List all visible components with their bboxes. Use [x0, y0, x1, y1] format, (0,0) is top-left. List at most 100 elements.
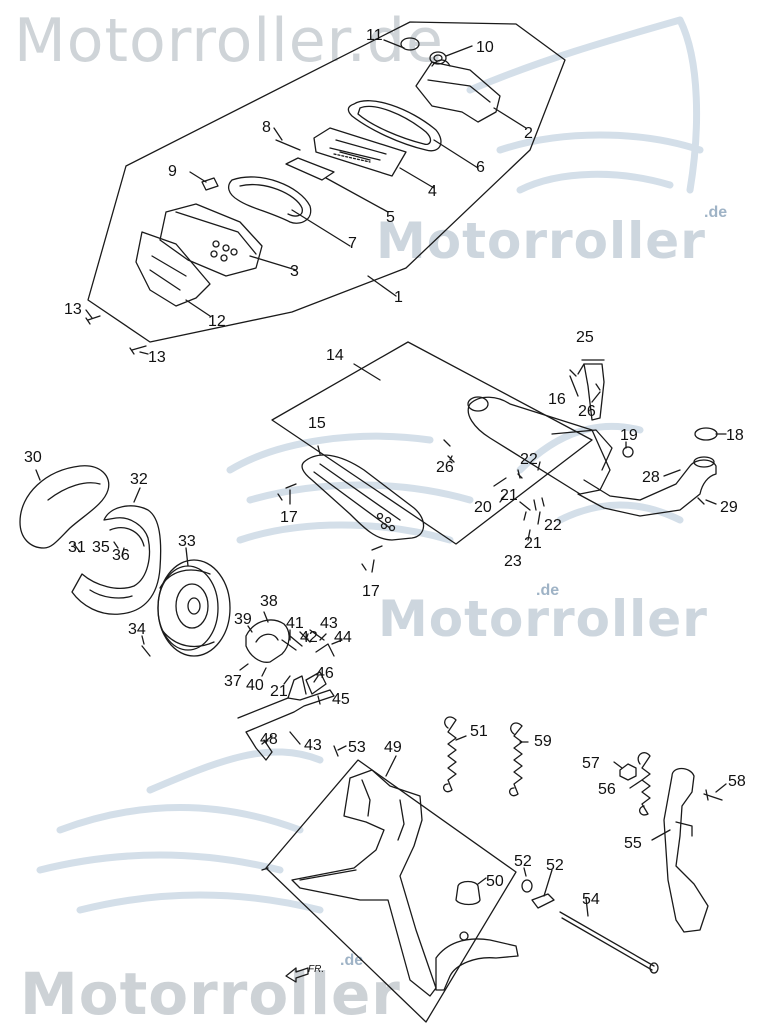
part-label: 51 [470, 723, 488, 740]
screw-17b [361, 545, 383, 571]
part-label: 15 [308, 415, 326, 432]
exhaust-pipe [577, 459, 717, 517]
part-label: 38 [260, 593, 278, 610]
main-stand [291, 769, 437, 997]
part-label: 34 [128, 621, 146, 638]
part-label: 36 [112, 547, 130, 564]
front-direction-label: FR. [308, 964, 324, 975]
air-filter-housing-cover [415, 61, 501, 123]
spring-59 [509, 722, 523, 797]
watermark-middle-2: Motorroller [378, 590, 708, 648]
part-label: 21 [270, 683, 288, 700]
part-label: 17 [362, 583, 380, 600]
part-label: 30 [24, 449, 42, 466]
watermark-middle-suffix: .de [704, 204, 728, 221]
part-label: 23 [504, 553, 522, 570]
part-label: 25 [576, 329, 594, 346]
clamp-part [429, 51, 447, 65]
part-label: 31 [68, 539, 86, 556]
brake-plate [71, 505, 162, 615]
brake-arm-rod [237, 689, 335, 761]
part-label: 22 [520, 451, 538, 468]
part-label: 53 [348, 739, 366, 756]
muffler-nut [622, 446, 634, 458]
part-label: 54 [582, 891, 600, 908]
pin-54 [333, 745, 339, 757]
part-label: 8 [262, 119, 271, 136]
part-label: 21 [524, 535, 542, 552]
filter-foam [285, 157, 335, 181]
part-label: 12 [208, 313, 226, 330]
part-label: 29 [720, 499, 738, 516]
part-label: 11 [366, 27, 383, 44]
heat-shield [301, 454, 425, 541]
part-label: 45 [332, 691, 350, 708]
rear-wheel-rim [157, 559, 231, 657]
part-label: 39 [234, 611, 252, 628]
screw-8 [275, 139, 301, 151]
part-label: 5 [386, 209, 395, 226]
part-label: 7 [348, 235, 357, 252]
part-label: 13 [148, 349, 166, 366]
screw-13a [85, 315, 101, 325]
part-label: 43 [320, 615, 338, 632]
hose-ring [400, 37, 420, 51]
part-label: 22 [544, 517, 562, 534]
part-label: 44 [334, 629, 352, 646]
part-label: 26 [436, 459, 454, 476]
part-label: 3 [290, 263, 299, 280]
washer [521, 879, 533, 893]
stand-shaft [559, 911, 655, 971]
side-stand [663, 767, 709, 933]
part-label: 9 [168, 163, 177, 180]
screw-17a [277, 483, 297, 501]
part-label: 49 [384, 739, 402, 756]
clip [531, 893, 555, 909]
muffler-bracket [583, 363, 605, 421]
part-label: 58 [728, 773, 746, 790]
part-label: 43 [304, 737, 322, 754]
part-label: 26 [578, 403, 596, 420]
screw-13b [129, 345, 147, 355]
part-label: 18 [726, 427, 744, 444]
part-label: 4 [428, 183, 437, 200]
part-label: 2 [524, 125, 533, 142]
air-filter-case [159, 203, 263, 277]
part-label: 37 [224, 673, 242, 690]
nut-58 [619, 763, 637, 781]
watermark-middle: Motorroller [376, 212, 706, 270]
part-label: 10 [476, 39, 494, 56]
part-label: 17 [280, 509, 298, 526]
part-label: 42 [300, 629, 318, 646]
muffler-group-outline [271, 341, 593, 545]
part-label: 1 [394, 289, 403, 306]
seal-7 [227, 176, 312, 224]
part-label: 32 [130, 471, 148, 488]
part-label: 59 [534, 733, 552, 750]
muffler-body [467, 396, 611, 495]
part-label: 50 [486, 873, 504, 890]
part-label: 21 [500, 487, 518, 504]
part-number-labels: 11 10 2 8 6 9 4 5 7 3 1 13 12 13 14 25 1… [24, 27, 746, 975]
part-label: 35 [92, 539, 110, 556]
exhaust-gasket [694, 427, 718, 441]
gasket-ring [347, 100, 442, 152]
part-label: 55 [624, 835, 642, 852]
part-label: 33 [178, 533, 196, 550]
rear-fender [19, 465, 110, 549]
rubber-stopper [455, 880, 481, 906]
bolt-9 [201, 177, 219, 191]
part-label: 13 [64, 301, 82, 318]
part-label: 16 [548, 391, 566, 408]
part-label: 57 [582, 755, 600, 772]
main-stand-group-outline [265, 759, 517, 1023]
filter-element [313, 127, 407, 177]
part-label: 56 [598, 781, 616, 798]
part-label: 20 [474, 499, 492, 516]
part-label: 40 [246, 677, 264, 694]
part-label: 52 [514, 853, 532, 870]
brake-shoe-assembly [245, 619, 290, 663]
part-label: 48 [260, 731, 278, 748]
